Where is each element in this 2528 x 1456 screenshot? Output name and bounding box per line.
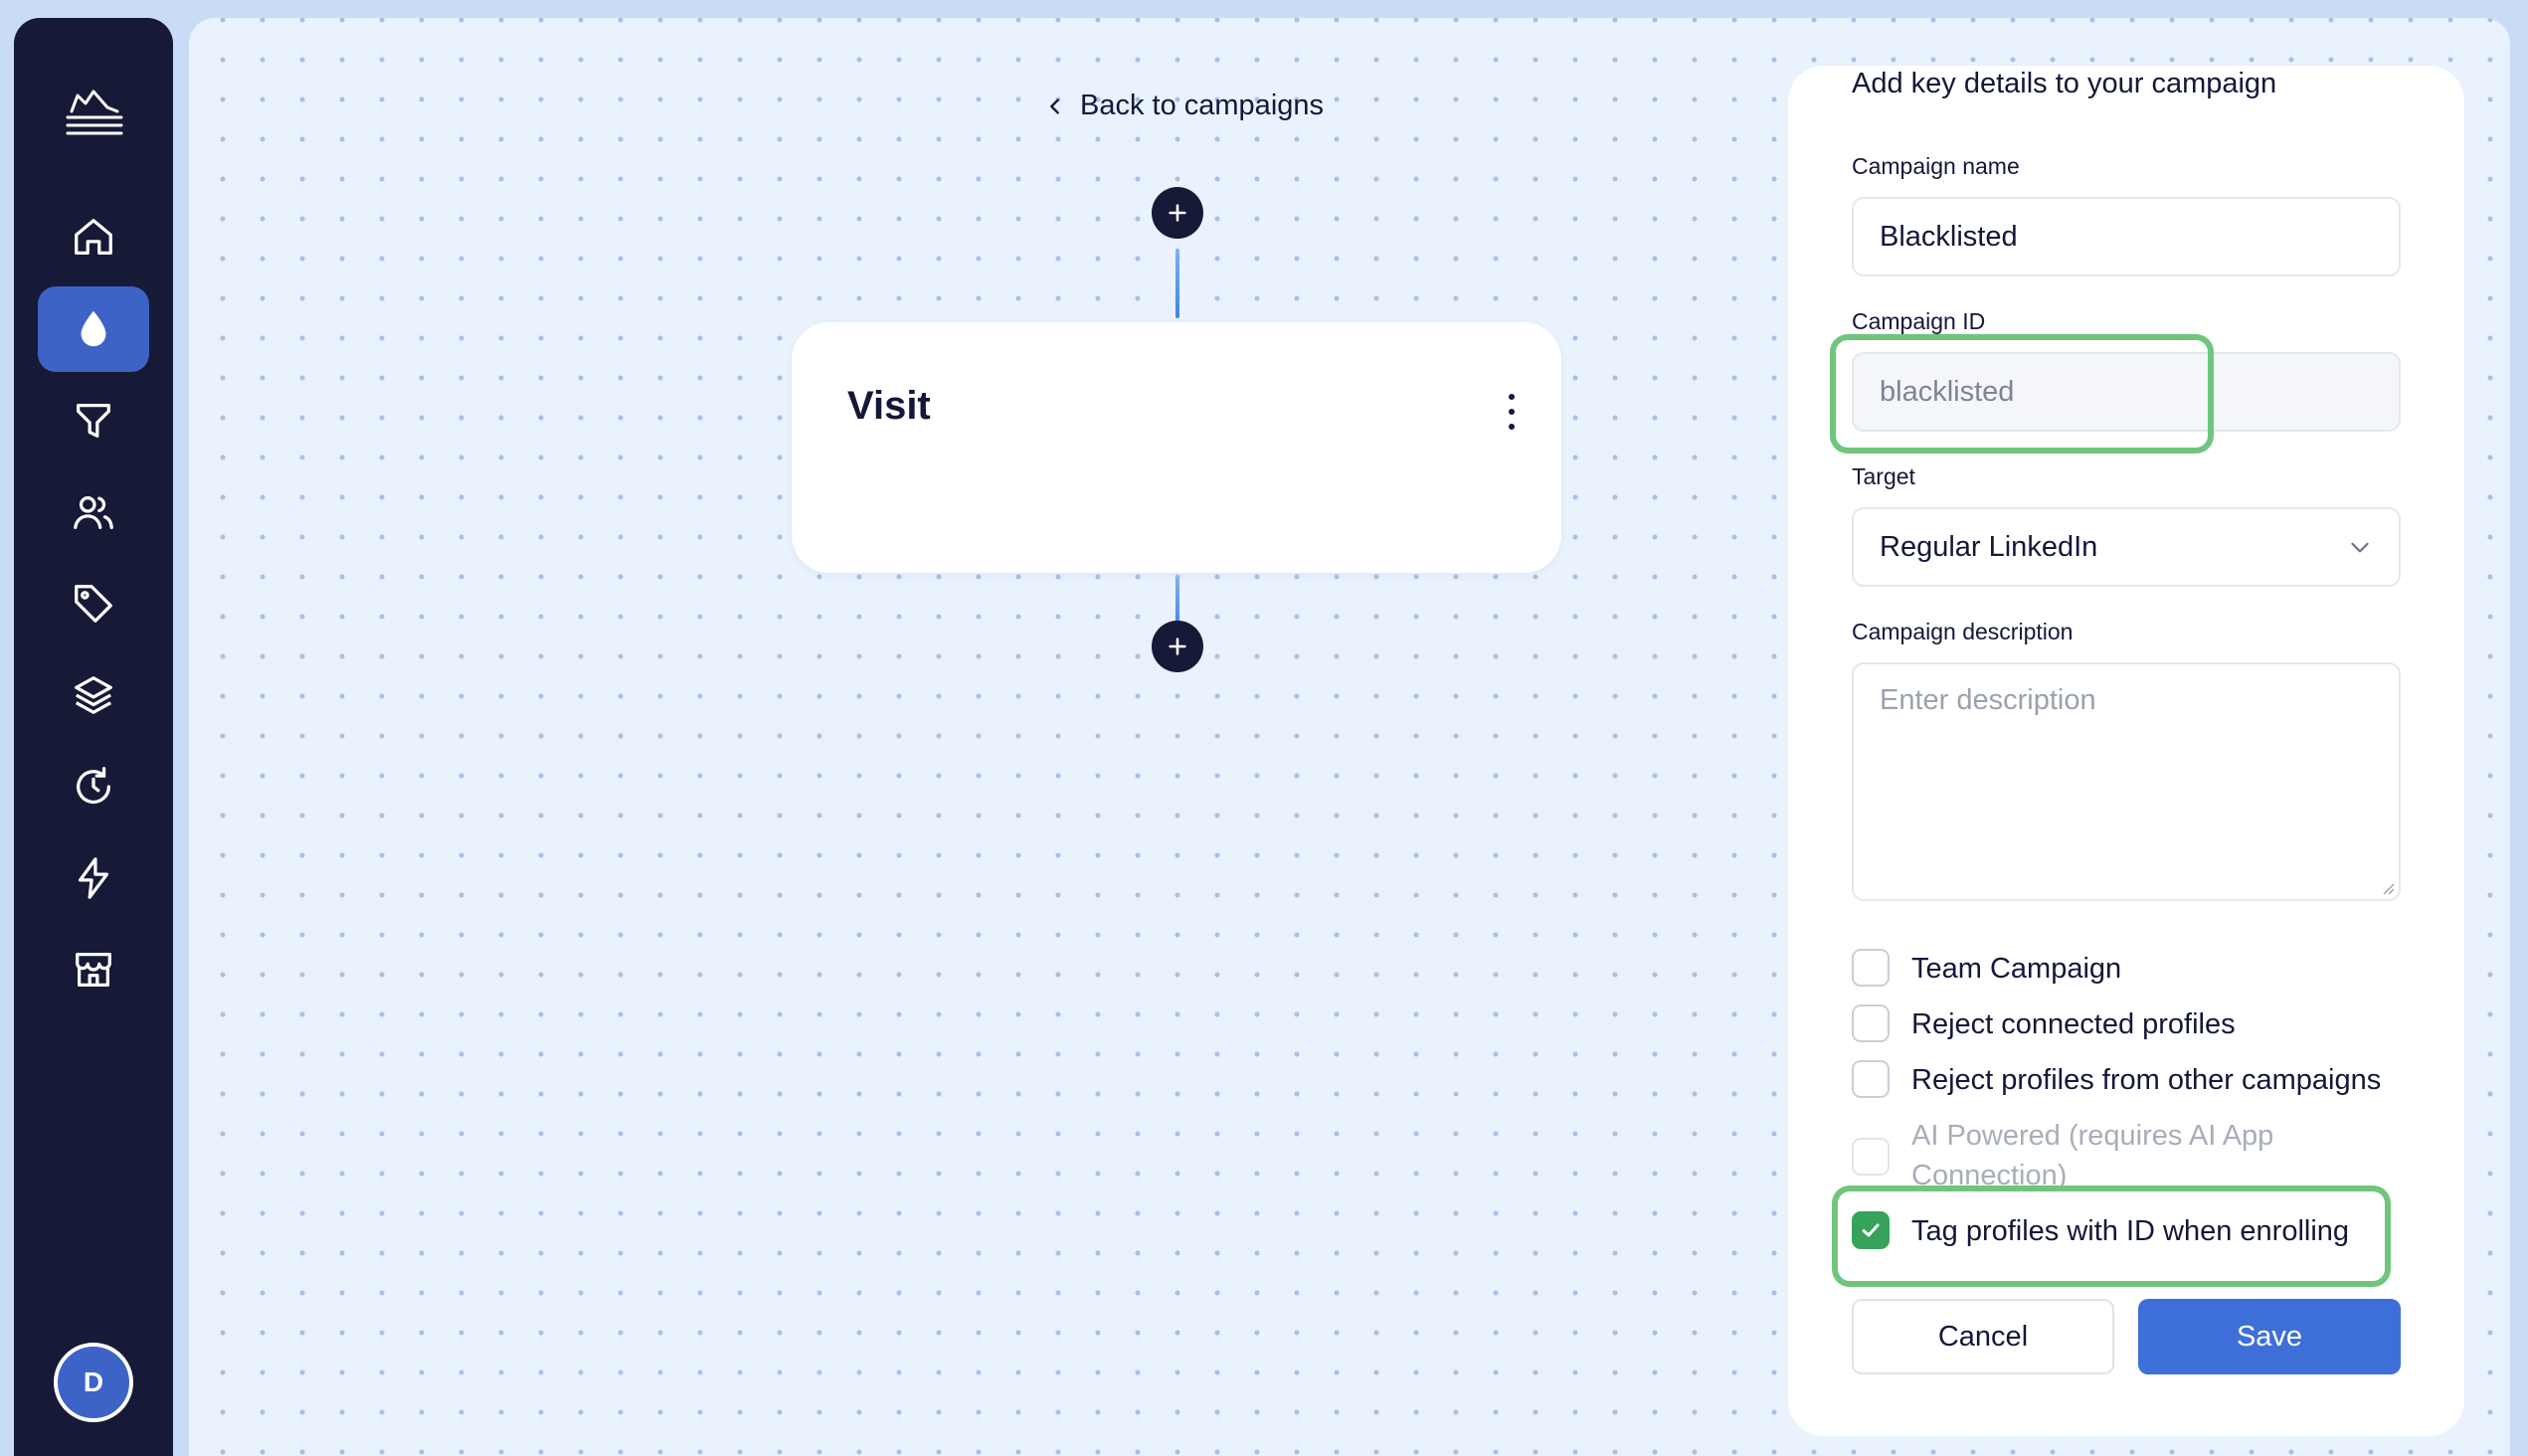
avatar-initial: D: [83, 1366, 104, 1397]
sidebar-item-users[interactable]: [38, 469, 149, 555]
campaign-description-textarea[interactable]: Enter description: [1852, 662, 2401, 901]
history-icon: [77, 767, 110, 804]
ai-powered-label: AI Powered (requires AI App Connection): [1911, 1120, 2274, 1191]
campaign-id-value: blacklisted: [1880, 375, 2015, 408]
chevron-down-icon: [2351, 542, 2369, 553]
panel-heading: Add key details to your campaign: [1852, 68, 2277, 99]
ai-powered-checkbox: [1852, 1138, 1890, 1176]
users-icon: [74, 495, 113, 529]
funnel-icon: [77, 404, 110, 438]
lightning-icon: [78, 857, 109, 899]
drop-icon: [81, 310, 106, 347]
campaign-description-label: Campaign description: [1852, 619, 2074, 644]
campaign-details-panel: Add key details to your campaign Campaig…: [1788, 66, 2464, 1436]
tag-profiles-label: Tag profiles with ID when enrolling: [1911, 1215, 2350, 1247]
sidebar: D: [14, 18, 173, 1456]
reject-other-campaigns-label: Reject profiles from other campaigns: [1911, 1064, 2382, 1096]
sidebar-item-tags[interactable]: [38, 561, 149, 646]
connector-line-top: [1175, 249, 1179, 318]
avatar[interactable]: D: [54, 1343, 133, 1422]
reject-other-campaigns-checkbox[interactable]: [1852, 1060, 1890, 1098]
cancel-button[interactable]: Cancel: [1852, 1299, 2114, 1374]
sidebar-item-home[interactable]: [38, 195, 149, 280]
plus-icon: [1169, 204, 1186, 222]
plus-icon: [1169, 637, 1186, 655]
visit-node-card[interactable]: Visit: [792, 322, 1561, 573]
reject-connected-label: Reject connected profiles: [1911, 1008, 2236, 1040]
node-menu-icon[interactable]: [1502, 394, 1522, 430]
ai-powered-option: AI Powered (requires AI App Connection): [1852, 1116, 2369, 1195]
campaign-id-label: Campaign ID: [1852, 308, 1986, 334]
tag-profiles-checkbox[interactable]: [1852, 1211, 1890, 1249]
sidebar-item-funnel[interactable]: [38, 378, 149, 463]
logo-icon[interactable]: [58, 74, 131, 147]
checkmark-icon: [1862, 1223, 1880, 1237]
sidebar-item-automation[interactable]: [38, 835, 149, 921]
team-campaign-label: Team Campaign: [1911, 953, 2122, 985]
description-placeholder: Enter description: [1880, 684, 2096, 716]
save-button[interactable]: Save: [2138, 1299, 2401, 1374]
back-link-label: Back to campaigns: [1080, 90, 1325, 121]
campaign-name-input[interactable]: Blacklisted: [1852, 197, 2401, 276]
sidebar-item-store[interactable]: [38, 927, 149, 1012]
connector-line-bottom: [1175, 577, 1179, 631]
store-icon: [76, 953, 111, 987]
target-label: Target: [1852, 463, 1915, 489]
target-select[interactable]: Regular LinkedIn: [1852, 507, 2401, 587]
node-title: Visit: [847, 384, 931, 428]
reject-connected-checkbox[interactable]: [1852, 1004, 1890, 1042]
campaign-name-label: Campaign name: [1852, 153, 2020, 179]
back-to-campaigns-link[interactable]: Back to campaigns: [1044, 90, 1324, 122]
resize-grip-icon[interactable]: [2381, 881, 2395, 895]
target-value: Regular LinkedIn: [1880, 530, 2098, 563]
tag-profiles-option[interactable]: Tag profiles with ID when enrolling: [1852, 1211, 2349, 1251]
team-campaign-checkbox[interactable]: [1852, 949, 1890, 987]
layers-icon: [75, 676, 112, 714]
sidebar-item-history[interactable]: [38, 744, 149, 829]
reject-other-campaigns-option[interactable]: Reject profiles from other campaigns: [1852, 1060, 2381, 1100]
team-campaign-option[interactable]: Team Campaign: [1852, 949, 2121, 989]
sidebar-item-campaigns[interactable]: [38, 286, 149, 372]
add-step-below-button[interactable]: [1152, 621, 1203, 672]
tag-icon: [75, 585, 112, 623]
reject-connected-option[interactable]: Reject connected profiles: [1852, 1004, 2236, 1044]
sidebar-item-layers[interactable]: [38, 652, 149, 738]
home-icon: [75, 219, 112, 255]
campaign-name-value: Blacklisted: [1880, 220, 2018, 253]
chevron-left-icon: [1050, 97, 1059, 114]
campaign-id-input: blacklisted: [1852, 352, 2401, 432]
add-step-above-button[interactable]: [1152, 187, 1203, 239]
